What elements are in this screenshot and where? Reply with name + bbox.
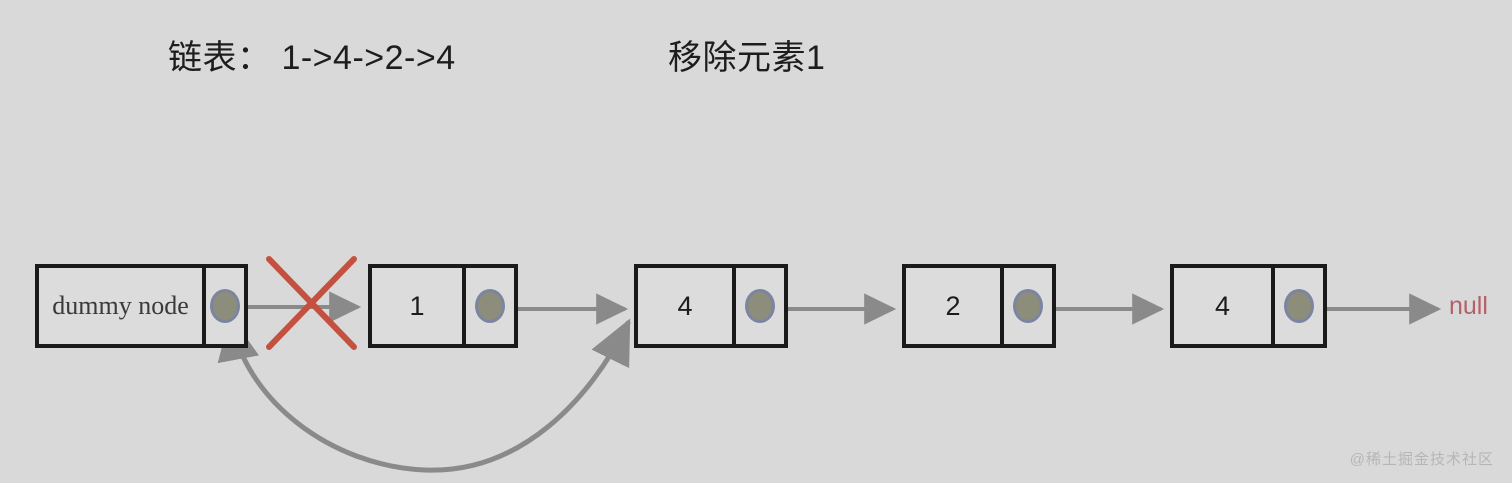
list-node-dummy: dummy node: [35, 264, 248, 348]
list-node-1: 1: [368, 264, 518, 348]
list-node-2: 2: [902, 264, 1056, 348]
null-terminator-label: null: [1449, 292, 1488, 320]
pointer-dot-icon: [210, 289, 240, 323]
pointer-dot-icon: [1284, 289, 1314, 323]
watermark-label: @稀土掘金技术社区: [1349, 451, 1494, 468]
node-pointer-cell: [1004, 268, 1052, 344]
node-value-label: 4: [638, 268, 736, 344]
node-value-label: 4: [1174, 268, 1275, 344]
list-node-4-last: 4: [1170, 264, 1327, 348]
node-pointer-cell: [736, 268, 784, 344]
operation-title: 移除元素1: [668, 39, 826, 77]
list-title: 链表： 1->4->2->4: [168, 39, 456, 77]
node-value-label: dummy node: [39, 268, 206, 344]
node-value-label: 2: [906, 268, 1004, 344]
node-pointer-cell: [1275, 268, 1323, 344]
node-pointer-cell: [206, 268, 244, 344]
pointer-dot-icon: [475, 289, 505, 323]
cut-link-cross-icon: [266, 256, 357, 350]
pointer-dot-icon: [1013, 289, 1043, 323]
pointer-dot-icon: [745, 289, 775, 323]
node-value-label: 1: [372, 268, 466, 344]
node-pointer-cell: [466, 268, 514, 344]
list-node-4-first: 4: [634, 264, 788, 348]
